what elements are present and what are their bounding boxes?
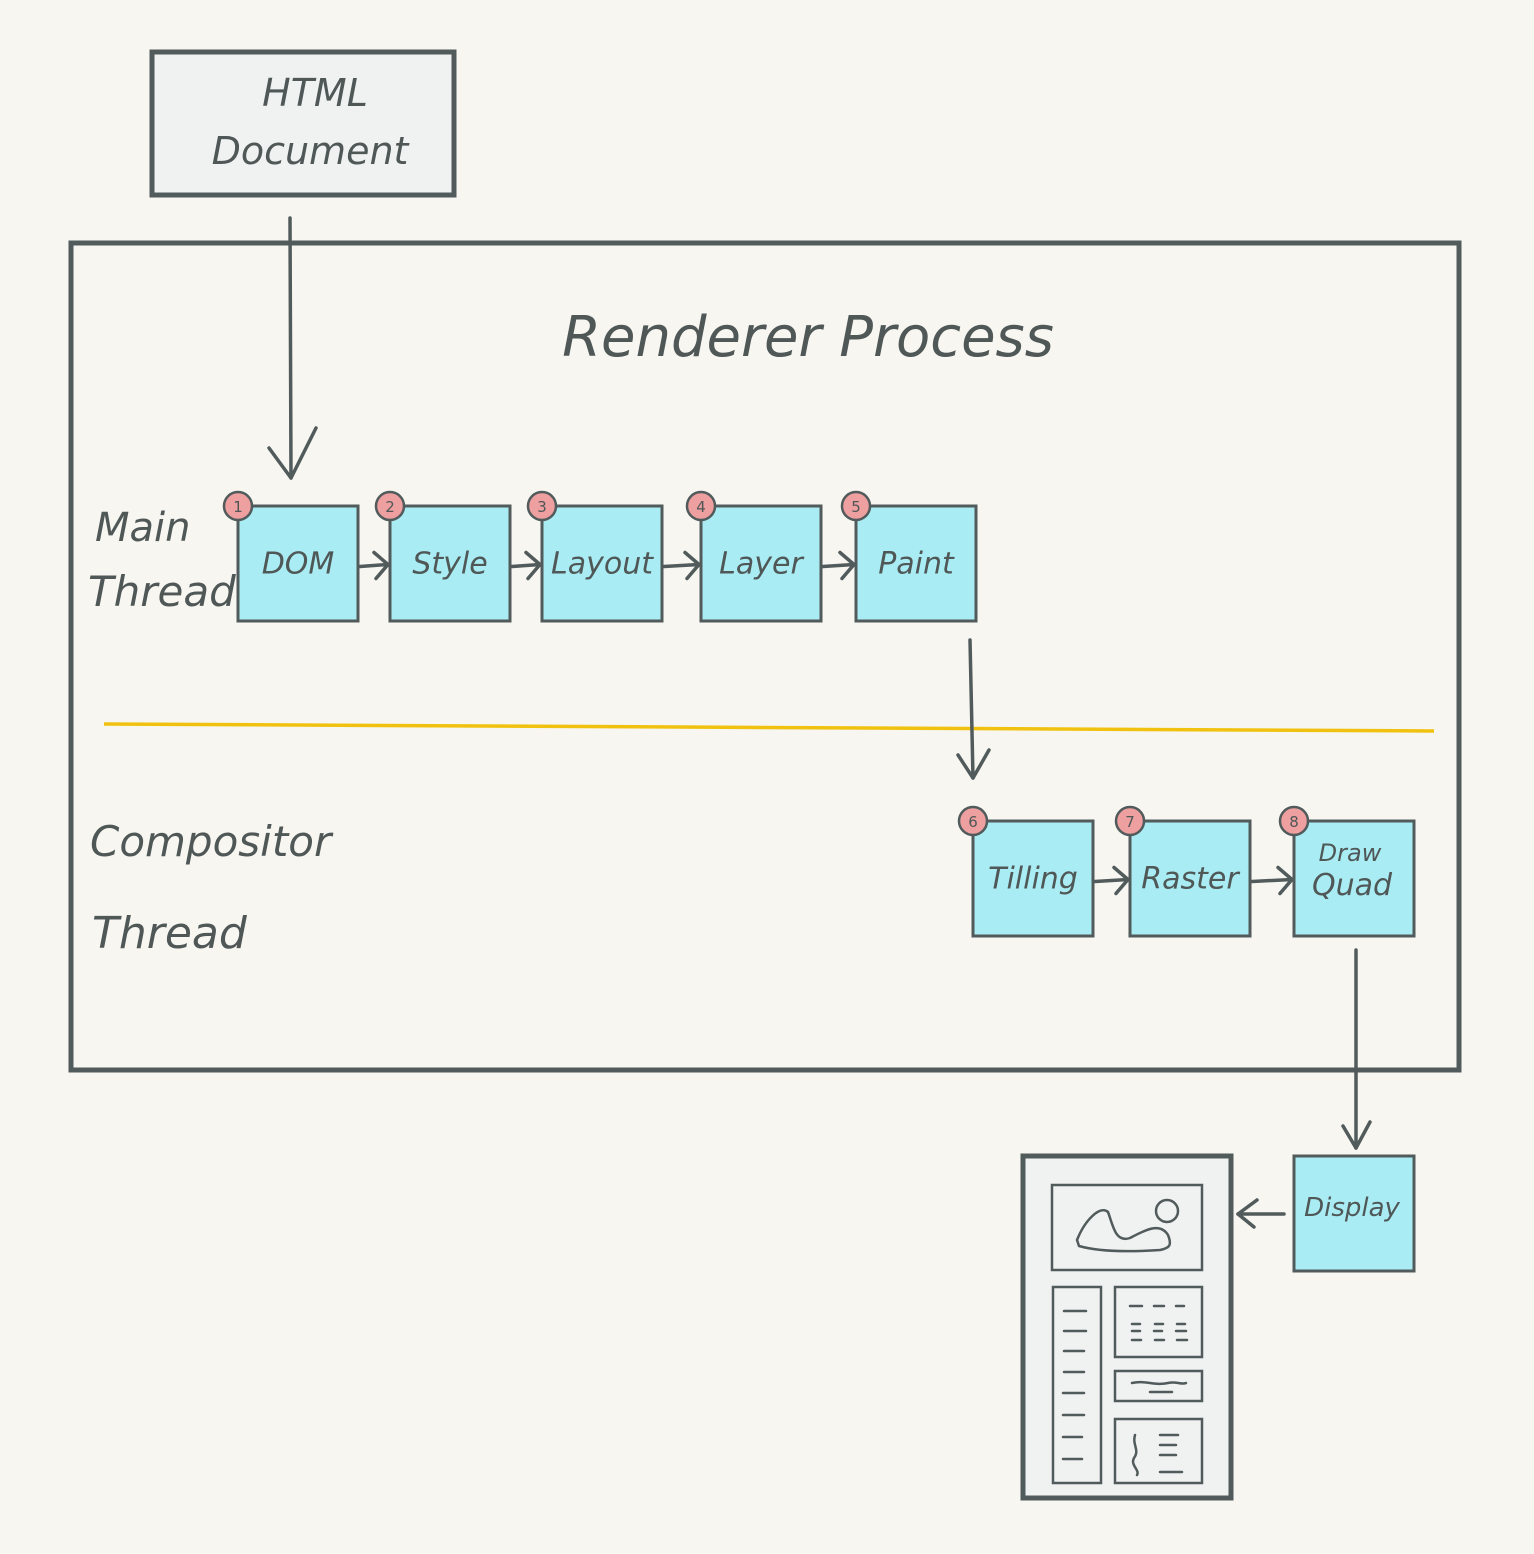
stage-box: [236, 504, 360, 623]
step-badge: [957, 805, 989, 837]
step-number: 3: [537, 498, 547, 516]
arrow-paint-to-tilling: [956, 638, 991, 780]
step-badge: [374, 490, 406, 522]
stage-label: Layout: [551, 547, 654, 582]
step-badge: [526, 490, 558, 522]
stage-label: Layer: [719, 547, 804, 582]
flow-arrow: [510, 550, 542, 581]
html-document-node: HTML Document: [149, 49, 457, 198]
stage-box: [1292, 819, 1416, 938]
flow-arrow: [1250, 865, 1294, 896]
screen-frame: [1020, 1153, 1234, 1501]
sidebar-panel: [1051, 1285, 1103, 1485]
renderer-process-title: Renderer Process: [562, 305, 1054, 370]
table-glyphs: [1128, 1304, 1189, 1342]
stage-label-line2: Quad: [1312, 868, 1393, 903]
stage-box: [388, 504, 512, 623]
step-number: 1: [233, 498, 243, 516]
image-panel: [1050, 1183, 1204, 1272]
sidebar-lines: [1061, 1309, 1088, 1461]
stage-box: [699, 504, 823, 623]
step-badge: [840, 490, 872, 522]
step-number: 5: [851, 498, 861, 516]
rendered-page-illustration: [1020, 1153, 1234, 1501]
step-badge: [685, 490, 717, 522]
table-panel: [1113, 1285, 1204, 1359]
html-document-line1: HTML: [262, 71, 368, 115]
mountain-icon: [1075, 1209, 1172, 1253]
step-number: 4: [696, 498, 706, 516]
html-document-line2: Document: [212, 129, 411, 173]
main-thread-label-line2: Thread: [88, 567, 236, 616]
flow-arrow: [358, 550, 390, 581]
step-badge: [222, 490, 254, 522]
arrow-display-to-screen: [1236, 1198, 1286, 1229]
compositor-thread-label-line2: Thread: [92, 908, 248, 959]
step-number: 7: [1125, 813, 1135, 831]
stage-label: Tilling: [988, 862, 1078, 897]
renderer-process-container: [68, 240, 1462, 1073]
sun-icon: [1154, 1198, 1180, 1224]
step-badge: [1278, 805, 1310, 837]
stage-label: Paint: [878, 547, 955, 582]
article-panel: [1113, 1417, 1204, 1485]
step-badge: [1114, 805, 1146, 837]
display-label: Display: [1304, 1193, 1400, 1223]
arrow-drawquad-to-display: [1341, 948, 1372, 1150]
stage-box: [540, 504, 664, 623]
stage-label: DOM: [262, 547, 335, 582]
flow-arrow: [1093, 865, 1130, 896]
flow-arrow: [662, 550, 701, 581]
main-thread-label-line1: Main: [95, 505, 191, 551]
stage-label: Style: [412, 547, 487, 582]
article-text-lines: [1131, 1433, 1184, 1477]
flow-arrow: [821, 550, 856, 581]
thread-divider: [103, 722, 1435, 733]
arrow-html-to-dom: [267, 216, 318, 480]
stage-box: [971, 819, 1095, 938]
stage-label: Raster: [1141, 862, 1240, 897]
step-number: 8: [1289, 813, 1299, 831]
stage-box: [1128, 819, 1252, 938]
display-node: Display: [1292, 1154, 1416, 1273]
step-number: 2: [385, 498, 395, 516]
compositor-thread-label-line1: Compositor: [90, 817, 334, 866]
stage-box: [854, 504, 978, 623]
stage-label-line1: Draw: [1319, 839, 1382, 867]
step-number: 6: [968, 813, 978, 831]
banner-text-lines: [1130, 1380, 1188, 1394]
banner-panel: [1113, 1369, 1204, 1403]
